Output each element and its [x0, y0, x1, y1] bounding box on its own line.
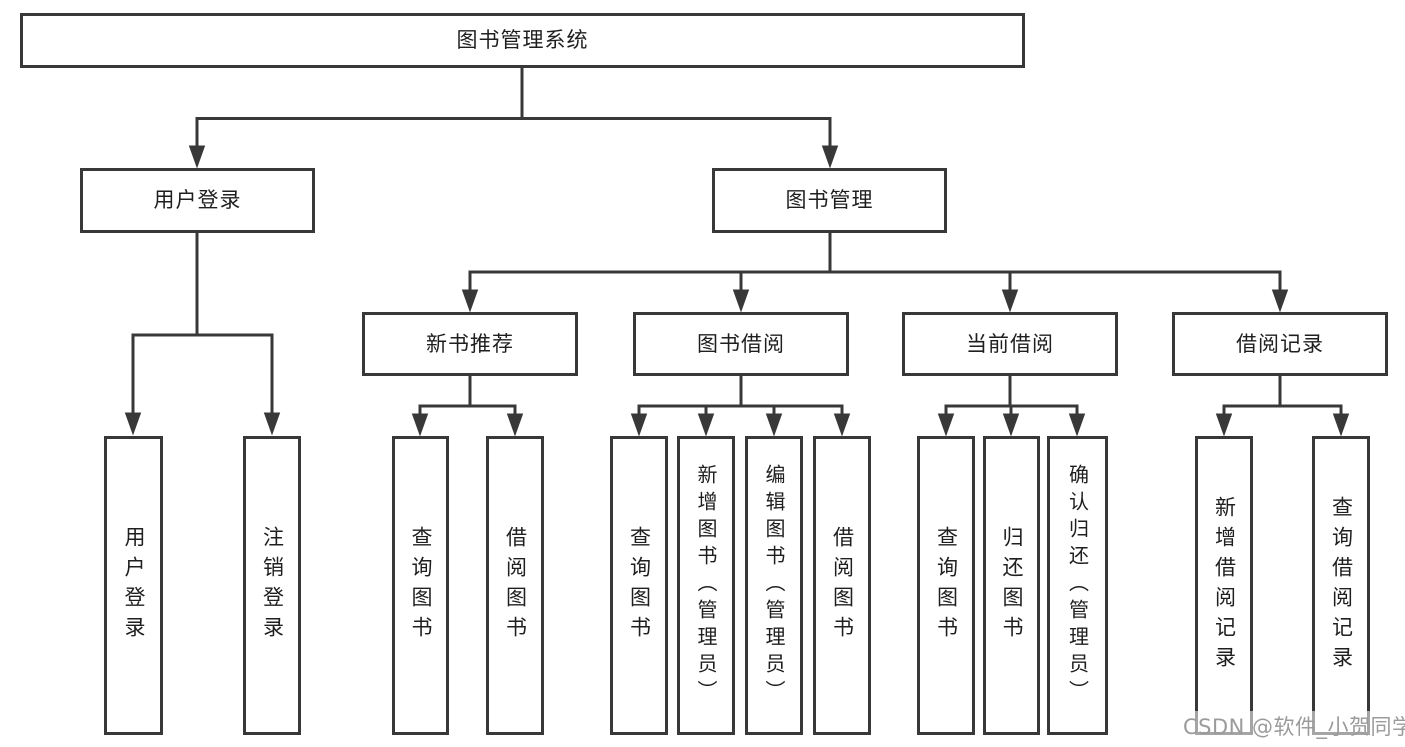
- node-label: 查询借阅记录: [1329, 495, 1354, 676]
- node-leaf-user-login: 用户登录: [104, 436, 163, 735]
- node-label: 用户登录: [122, 525, 146, 646]
- node-borrow-records: 借阅记录: [1172, 312, 1388, 376]
- node-label: 编辑图书（管理员）: [762, 464, 786, 707]
- connector-recommend-to-functions: [411, 375, 524, 437]
- node-label: 归还图书: [1000, 525, 1024, 646]
- csdn-watermark: CSDN @软件_小贺同学: [1183, 711, 1405, 741]
- node-label: 查询图书: [627, 525, 652, 646]
- node-leaf-current-query-books: 查询图书: [917, 436, 975, 735]
- node-leaf-edit-books-admin: 编辑图书（管理员）: [745, 436, 803, 735]
- node-current-borrow: 当前借阅: [902, 312, 1118, 376]
- node-book-borrow: 图书借阅: [633, 312, 849, 376]
- node-leaf-add-books-admin: 新增图书（管理员）: [677, 436, 735, 735]
- node-leaf-borrow-borrow-books: 借阅图书: [813, 436, 871, 735]
- connector-borrow-to-functions: [630, 375, 851, 437]
- node-leaf-recommend-borrow-books: 借阅图书: [486, 436, 544, 735]
- connector-current-to-functions: [937, 375, 1086, 437]
- node-label: 图书管理系统: [456, 28, 589, 52]
- node-label: 借阅记录: [1236, 331, 1324, 356]
- node-label: 借阅图书: [503, 525, 528, 646]
- node-label: 新书推荐: [426, 331, 514, 356]
- node-label: 图书管理: [785, 188, 874, 212]
- node-leaf-logout: 注销登录: [243, 436, 301, 735]
- node-label: 新增图书（管理员）: [694, 464, 718, 707]
- node-label: 新增借阅记录: [1212, 495, 1237, 676]
- connector-records-to-functions: [1215, 375, 1350, 437]
- node-leaf-query-borrow-record: 查询借阅记录: [1312, 436, 1370, 735]
- node-label: 注销登录: [260, 525, 285, 646]
- node-leaf-add-borrow-record: 新增借阅记录: [1195, 436, 1253, 735]
- node-book-management-branch: 图书管理: [712, 168, 947, 233]
- node-label: 查询图书: [409, 525, 433, 646]
- node-label: 确认归还（管理员）: [1065, 464, 1090, 707]
- node-label: 用户登录: [153, 188, 242, 212]
- node-leaf-confirm-return-admin: 确认归还（管理员）: [1047, 436, 1108, 735]
- node-leaf-borrow-query-books: 查询图书: [610, 436, 668, 735]
- node-leaf-return-books: 归还图书: [983, 436, 1040, 735]
- node-user-login-branch: 用户登录: [80, 168, 315, 233]
- connector-user-login-to-functions: [124, 232, 281, 436]
- connector-book-management-to-modules: [461, 232, 1289, 313]
- node-root-system: 图书管理系统: [20, 13, 1025, 68]
- node-label: 查询图书: [934, 525, 959, 646]
- node-label: 借阅图书: [830, 525, 855, 646]
- node-label: 图书借阅: [697, 331, 785, 356]
- connector-root-to-level2: [188, 67, 839, 169]
- node-label: 当前借阅: [966, 331, 1054, 356]
- node-new-book-recommend: 新书推荐: [362, 312, 578, 376]
- node-leaf-recommend-query-books: 查询图书: [392, 436, 449, 735]
